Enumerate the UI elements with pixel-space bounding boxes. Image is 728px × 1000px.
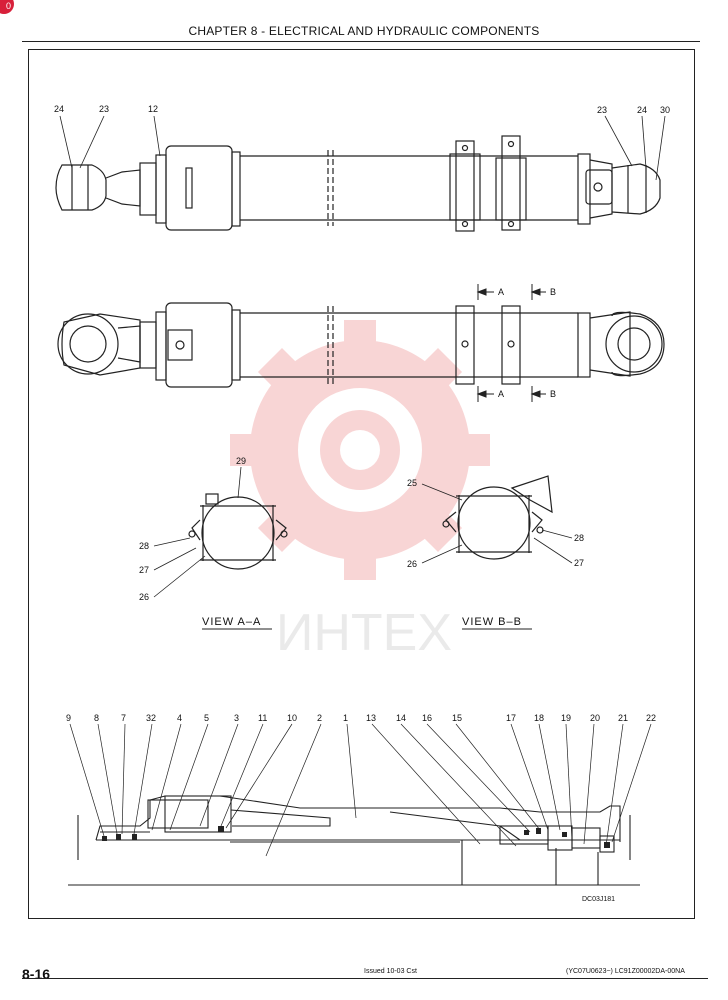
section-label: A: [498, 287, 504, 297]
header-rule: [22, 41, 700, 42]
watermark: ИНТЕХ: [230, 320, 490, 662]
document-reference: (YC07U0623~) LC91Z00002DA-00NA: [566, 968, 685, 975]
callout-label: 7: [121, 713, 126, 723]
callout-label: 21: [618, 713, 628, 723]
section-label: B: [550, 389, 556, 399]
callout-label: 11: [258, 713, 267, 723]
issued-info: Issued 10-03 Cst: [364, 968, 417, 975]
section-detail-seals: [102, 826, 610, 848]
callout-label: 23: [99, 104, 109, 114]
callout-label: 24: [54, 104, 64, 114]
callout-label: 29: [236, 456, 246, 466]
callout-label: 1: [343, 713, 348, 723]
view-a-title: VIEW A–A: [202, 616, 261, 628]
callout-label: 22: [646, 713, 656, 723]
callout-label: 32: [146, 713, 156, 723]
callout-label: 27: [574, 558, 584, 568]
callout-label: 30: [660, 105, 670, 115]
callout-label: 27: [139, 565, 149, 575]
section-label: A: [498, 389, 504, 399]
callout-label: 2: [317, 713, 322, 723]
section-markers: [476, 284, 546, 402]
section-view-leaders: [69, 723, 652, 857]
cylinder-side-view: [57, 302, 665, 388]
cylinder-top-view: [55, 135, 661, 232]
footer-rule: [22, 978, 708, 979]
callout-label: 9: [66, 713, 71, 723]
callout-label: 25: [407, 478, 417, 488]
callout-label: 5: [204, 713, 209, 723]
callout-label: 19: [561, 713, 571, 723]
section-marker-labels: A B A B: [498, 287, 556, 399]
callout-label: 28: [139, 541, 149, 551]
callout-label: 3: [234, 713, 239, 723]
callout-label: 8: [94, 713, 99, 723]
drawing-code: DC03J181: [582, 896, 615, 903]
callout-label: 4: [177, 713, 182, 723]
view-b-title: VIEW B–B: [462, 616, 522, 628]
view-a-callouts: 29 28 27 26: [139, 456, 246, 602]
watermark-text: ИНТЕХ: [276, 604, 452, 662]
callout-label: 26: [139, 592, 149, 602]
top-view-callouts: 24 23 12 23 24 30: [54, 104, 670, 115]
callout-label: 28: [574, 533, 584, 543]
view-b-leaders: [421, 483, 573, 564]
top-view-leaders: [59, 115, 666, 181]
view-a-leaders: [153, 466, 242, 598]
view-b-callouts: 25 28 26 27: [407, 478, 584, 569]
callout-label: 18: [534, 713, 544, 723]
corner-badge: 0: [0, 0, 14, 14]
callout-label: 24: [637, 105, 647, 115]
callout-label: 17: [506, 713, 516, 723]
callout-label: 15: [452, 713, 462, 723]
section-label: B: [550, 287, 556, 297]
callout-label: 26: [407, 559, 417, 569]
chapter-title: CHAPTER 8 - ELECTRICAL AND HYDRAULIC COM…: [188, 24, 540, 38]
section-view-callouts: 9 8 7 32 4 5 3 11 10 2 1 13 14 16 15 17 …: [66, 713, 656, 723]
callout-label: 10: [287, 713, 297, 723]
cylinder-section-view: [68, 795, 640, 886]
view-a-a: [188, 493, 288, 570]
figure-frame: [28, 49, 695, 919]
callout-label: 16: [422, 713, 432, 723]
callout-label: 23: [597, 105, 607, 115]
callout-label: 20: [590, 713, 600, 723]
callout-label: 13: [366, 713, 376, 723]
callout-label: 12: [148, 104, 158, 114]
callout-label: 14: [396, 713, 406, 723]
view-b-b: [442, 475, 553, 560]
page-number: 8-16: [22, 966, 51, 982]
